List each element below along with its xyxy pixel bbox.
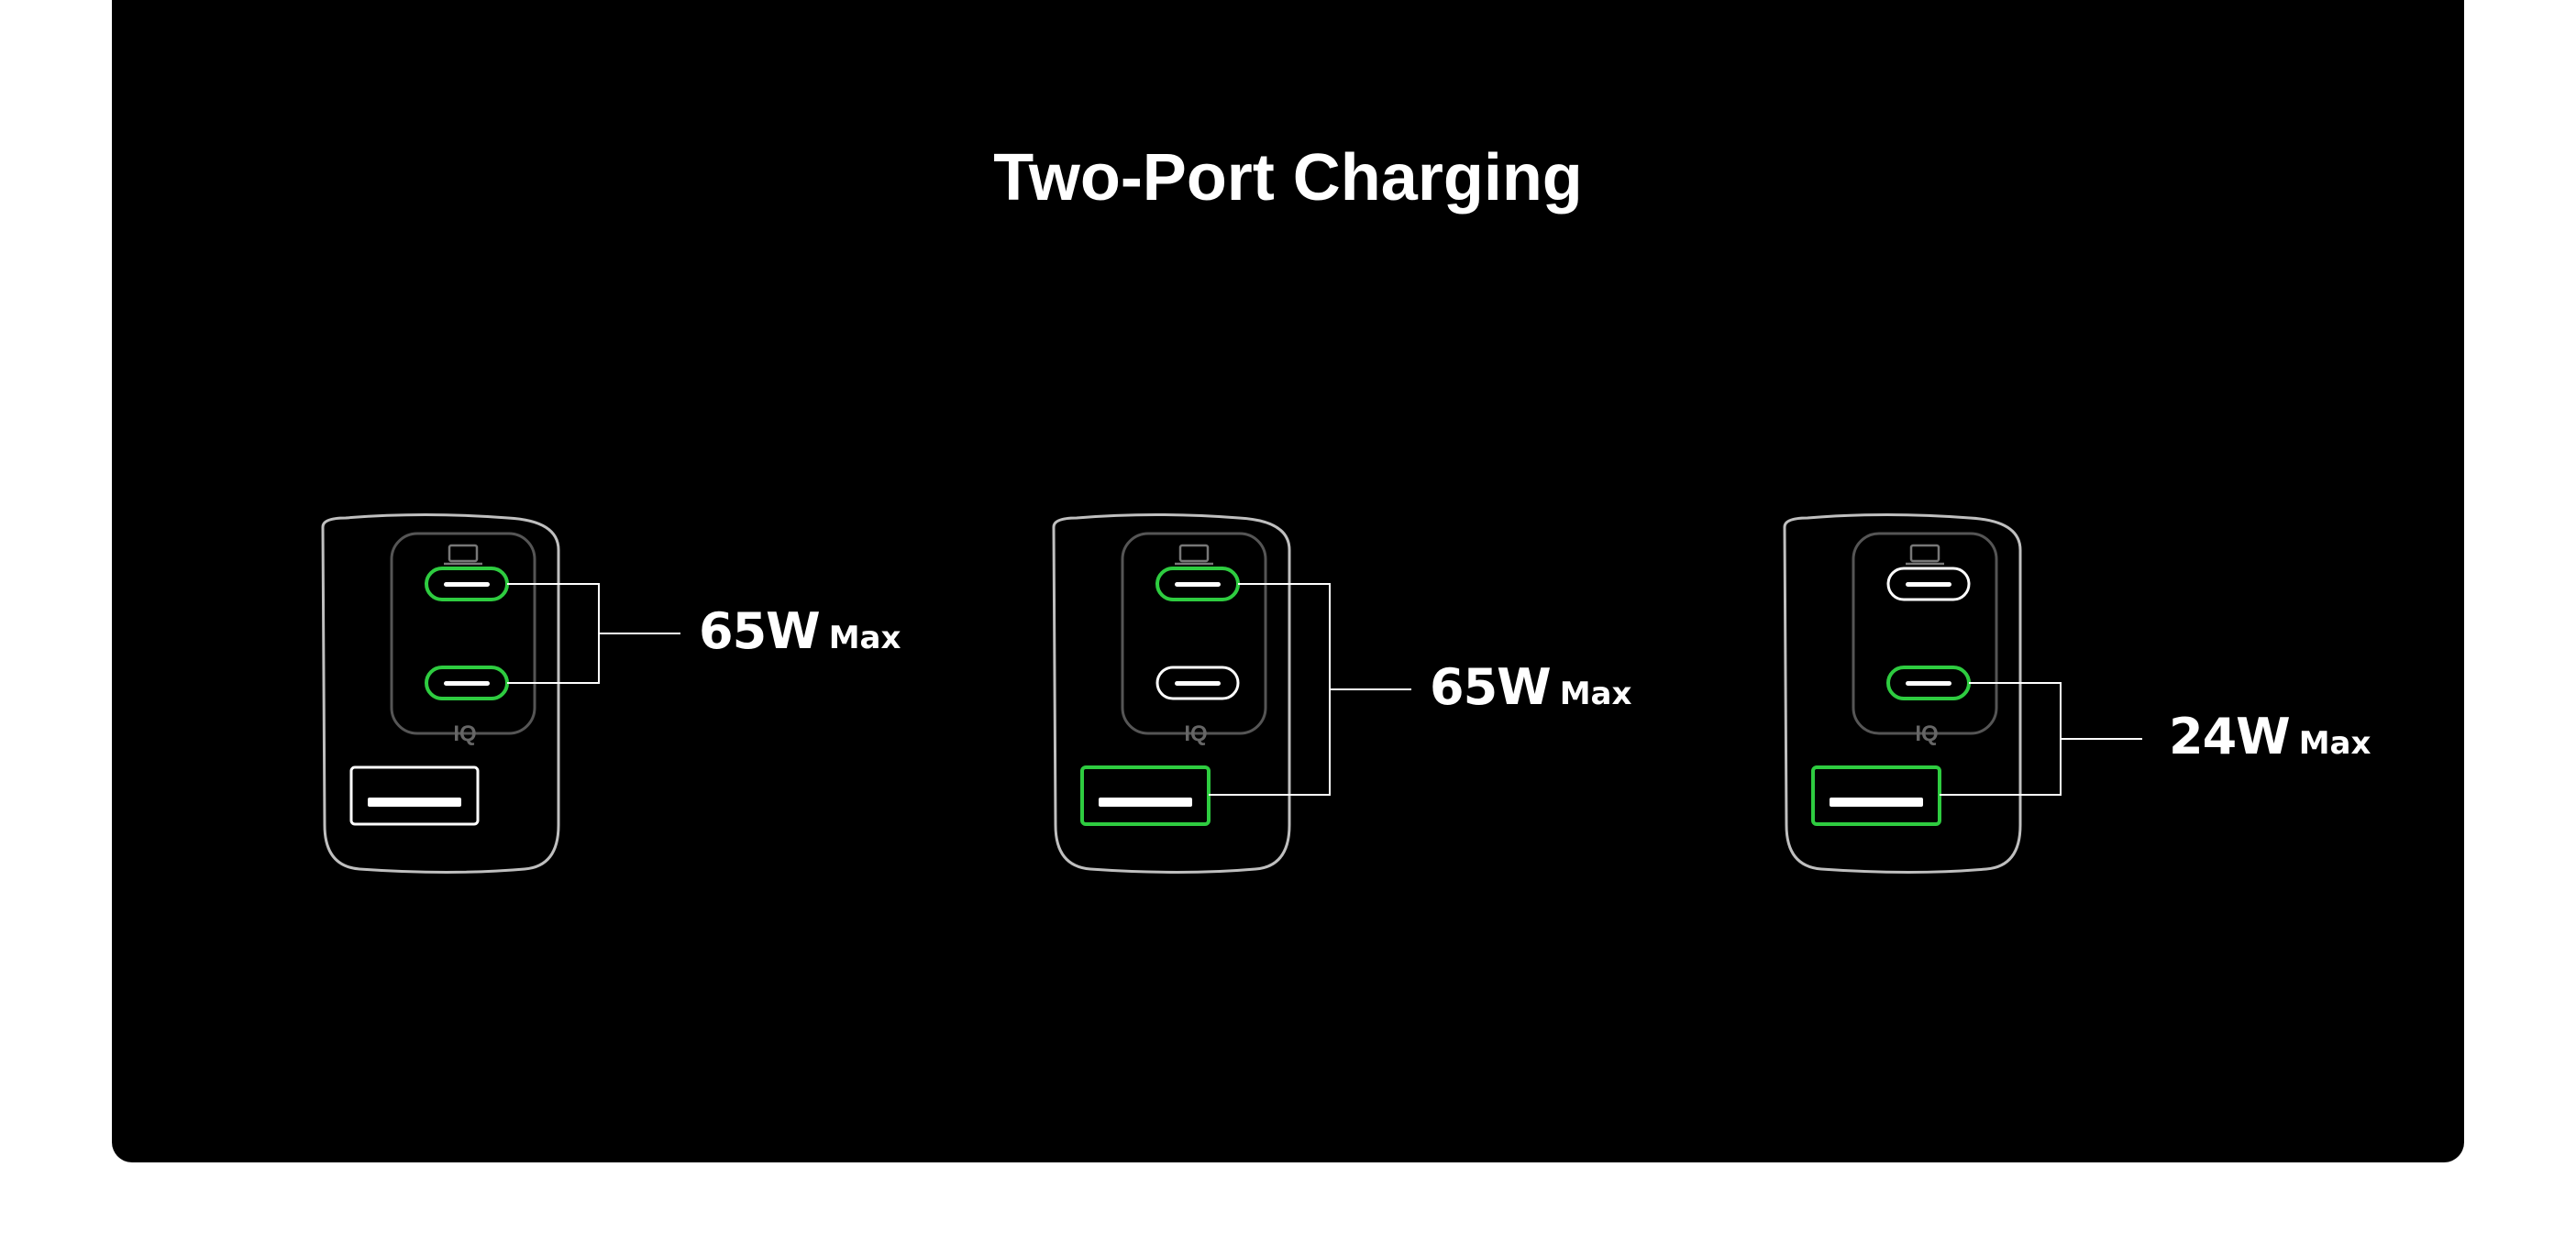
usb-c-panel	[1121, 532, 1267, 735]
usb-c-port-1	[1886, 567, 1971, 601]
usb-a-port-contact	[1099, 798, 1192, 807]
charger-3: IQ	[1783, 513, 2142, 874]
wattage-suffix: Max	[2298, 725, 2371, 762]
usb-c-port-2-contact	[1175, 681, 1221, 686]
charger-body-outline	[1052, 513, 1291, 874]
charger-2: IQ	[1052, 513, 1411, 874]
usb-a-port	[1080, 765, 1211, 826]
usb-c-panel	[1852, 532, 1998, 735]
usb-a-port	[1811, 765, 1941, 826]
charger-diagrams: IQ IQ	[321, 513, 2142, 874]
iq-brand-mark: IQ	[1915, 721, 1938, 746]
usb-a-port	[349, 765, 480, 826]
usb-a-port-contact	[368, 798, 461, 807]
charger-body-outline	[1783, 513, 2022, 874]
usb-c-port-1-contact	[444, 582, 490, 587]
wattage-value: 65W	[1430, 658, 1552, 716]
usb-c-panel	[390, 532, 536, 735]
laptop-icon	[1175, 544, 1213, 566]
connector-line	[507, 583, 600, 684]
usb-a-port-contact	[1830, 798, 1923, 807]
usb-c-port-2-contact	[1906, 681, 1951, 686]
page-title: Two-Port Charging	[993, 141, 1583, 215]
charger-1: IQ	[321, 513, 680, 874]
laptop-icon	[444, 544, 482, 566]
charging-panel: Two-Port Charging IQ	[112, 0, 2464, 1162]
connector-line	[1209, 583, 1331, 796]
wattage-value: 65W	[699, 602, 821, 660]
usb-c-port-1-contact	[1175, 582, 1221, 587]
wattage-value: 24W	[2169, 708, 2291, 765]
laptop-icon	[1906, 544, 1944, 566]
charger-body-outline	[321, 513, 560, 874]
usb-c-port-1-contact	[1906, 582, 1951, 587]
usb-c-port-2-contact	[444, 681, 490, 686]
iq-brand-mark: IQ	[453, 721, 476, 746]
wattage-suffix: Max	[1559, 676, 1632, 712]
usb-c-port-2	[1155, 666, 1240, 700]
wattage-suffix: Max	[828, 620, 901, 656]
iq-brand-mark: IQ	[1184, 721, 1207, 746]
